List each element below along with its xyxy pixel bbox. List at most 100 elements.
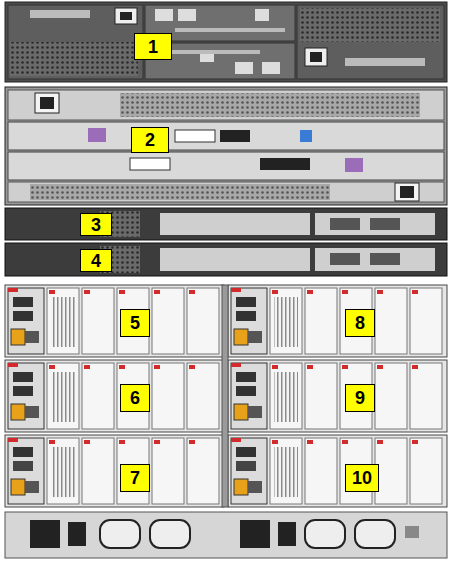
- rack-part: [5, 512, 447, 558]
- rack-part: [187, 288, 219, 354]
- rack-part: [345, 158, 363, 172]
- rack-part: [342, 440, 348, 444]
- rack-part: [342, 365, 348, 369]
- rack-part: [240, 520, 270, 548]
- rack-part: [154, 440, 160, 444]
- rack-part: [84, 290, 90, 294]
- rack-part: [220, 130, 250, 142]
- callout-number: 8: [345, 309, 375, 337]
- rack-part: [8, 152, 444, 180]
- rack-part: [305, 438, 337, 504]
- callout-number: 3: [80, 213, 112, 236]
- module-cages: [5, 285, 447, 507]
- controller-enclosure-2: [5, 87, 447, 205]
- rack-part: [119, 365, 125, 369]
- rack-part: [231, 438, 267, 504]
- rack-part: [117, 363, 149, 429]
- callout-number: 6: [120, 384, 150, 412]
- rack-part: [13, 447, 33, 457]
- rack-part: [40, 97, 54, 109]
- rack-part: [274, 372, 298, 422]
- rack-part: [248, 481, 262, 493]
- server-3: [5, 208, 447, 240]
- rack-part: [8, 122, 444, 150]
- rack-part: [82, 288, 114, 354]
- rack-part: [10, 42, 138, 76]
- rack-part: [8, 90, 444, 120]
- rack-part: [30, 184, 330, 200]
- rack-part: [231, 438, 241, 442]
- rack-part: [8, 182, 444, 202]
- rack-part: [236, 297, 256, 307]
- rack-part: [307, 365, 313, 369]
- rack-part: [8, 363, 18, 367]
- rack-part: [160, 248, 310, 271]
- rack-part: [315, 213, 435, 235]
- rack-part: [370, 253, 400, 265]
- rack-part: [155, 9, 173, 21]
- rack-part: [13, 386, 33, 396]
- rack-part: [305, 363, 337, 429]
- rack-part: [370, 218, 400, 230]
- rack-part: [235, 62, 253, 74]
- rack-part: [5, 208, 447, 240]
- rack-part: [375, 438, 407, 504]
- rack-part: [49, 365, 55, 369]
- rack-part: [5, 435, 224, 507]
- rack-part: [8, 363, 44, 429]
- rack-part: [270, 363, 302, 429]
- rack-part: [377, 440, 383, 444]
- rack-part: [236, 461, 256, 471]
- rack-part: [305, 288, 337, 354]
- rack-part: [307, 440, 313, 444]
- rack-part: [234, 479, 248, 495]
- rack-part: [274, 297, 298, 347]
- rack-part: [178, 9, 196, 21]
- rack-part: [189, 290, 195, 294]
- rack-part: [25, 406, 39, 418]
- rack-part: [175, 28, 285, 32]
- rack-part: [8, 288, 18, 292]
- rack-part: [410, 288, 442, 354]
- rack-part: [35, 93, 59, 113]
- rack-part: [248, 331, 262, 343]
- rack-part: [130, 158, 170, 170]
- rack-part: [8, 288, 44, 354]
- rack-part: [262, 62, 280, 74]
- rack-part: [297, 5, 444, 79]
- rack-part: [11, 404, 25, 420]
- callout-number: 9: [345, 384, 375, 412]
- rack-part: [82, 363, 114, 429]
- rack-part: [377, 365, 383, 369]
- rack-part: [410, 363, 442, 429]
- rack-part: [11, 329, 25, 345]
- rack-part: [400, 186, 414, 198]
- rack-part: [150, 520, 190, 548]
- rack-part: [68, 522, 86, 546]
- rack-part: [395, 183, 419, 201]
- rack-part: [5, 360, 224, 432]
- rack-part: [270, 288, 302, 354]
- rack-part: [236, 372, 256, 382]
- rack-part: [8, 438, 18, 442]
- rack-part: [330, 253, 360, 265]
- rack-part: [231, 288, 241, 292]
- rack-part: [82, 438, 114, 504]
- rack-part: [154, 290, 160, 294]
- rack-part: [11, 479, 25, 495]
- rack-part: [5, 285, 224, 357]
- rack-part: [305, 520, 345, 548]
- rack-part: [272, 440, 278, 444]
- rack-part: [5, 87, 447, 205]
- rack-part: [187, 363, 219, 429]
- rack-part: [152, 438, 184, 504]
- rack-part: [234, 329, 248, 345]
- rack-part: [49, 290, 55, 294]
- rack-part: [412, 365, 418, 369]
- rack-part: [47, 363, 79, 429]
- server-4: [5, 243, 447, 276]
- rack-part: [120, 12, 132, 20]
- rack-part: [175, 130, 215, 142]
- rack-part: [30, 520, 60, 548]
